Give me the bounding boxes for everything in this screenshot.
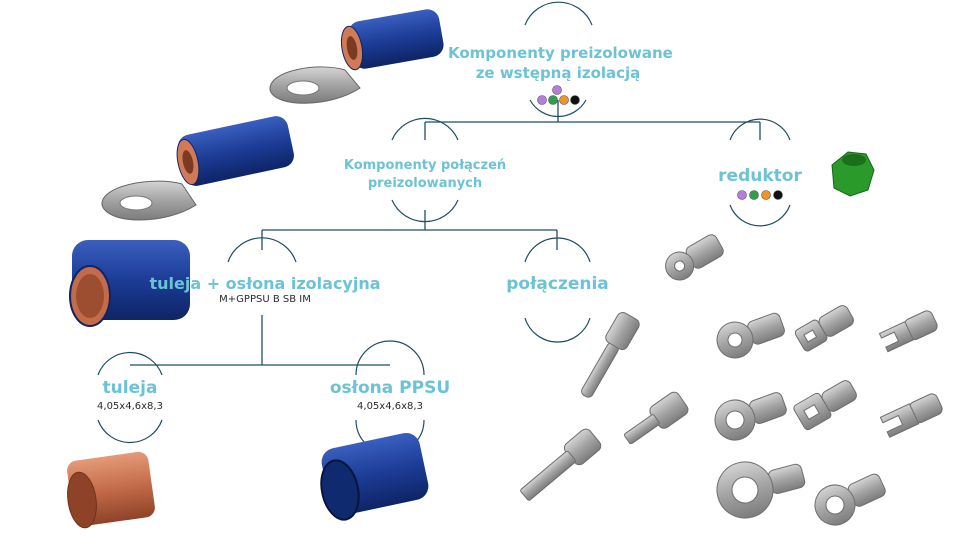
ppsu-cover-node-title: osłona PPSU [329, 378, 451, 398]
sleeve-with-cover-illustration [69, 240, 190, 327]
copper-sleeve-illustration [67, 451, 155, 529]
connections-node-title: połączenia [506, 274, 609, 294]
tree-connectors [130, 100, 761, 366]
non-insulated-terminals [520, 234, 943, 526]
root-node-title-line1: Komponenty preizolowane [448, 44, 673, 62]
sleeve-cover-node-title: tuleja + osłona izolacyjna [149, 274, 381, 293]
ppsu-cover-node-dims: 4,05x4,6x8,3 [357, 401, 423, 412]
components-node-title-line2: preizolowanych [367, 176, 483, 191]
reducer-node-title: reduktor [718, 166, 802, 186]
sleeve-node-title: tuleja [102, 378, 158, 398]
root-node-title-line2: ze wstępną izolacją [475, 64, 641, 82]
root-color-dots [537, 85, 580, 105]
green-reducer-illustration [831, 151, 875, 197]
ppsu-cover-illustration [320, 432, 429, 521]
components-node-title-line1: Komponenty połączeń [343, 158, 507, 173]
sleeve-cover-node-code: M+GPPSU B SB IM [219, 294, 311, 305]
preinsulated-ring-terminal-2 [101, 116, 294, 221]
preinsulated-ring-terminal-1 [269, 9, 444, 104]
label-arcs [97, 1, 791, 455]
sleeve-node-dims: 4,05x4,6x8,3 [97, 401, 163, 412]
reducer-color-dots [737, 190, 783, 200]
